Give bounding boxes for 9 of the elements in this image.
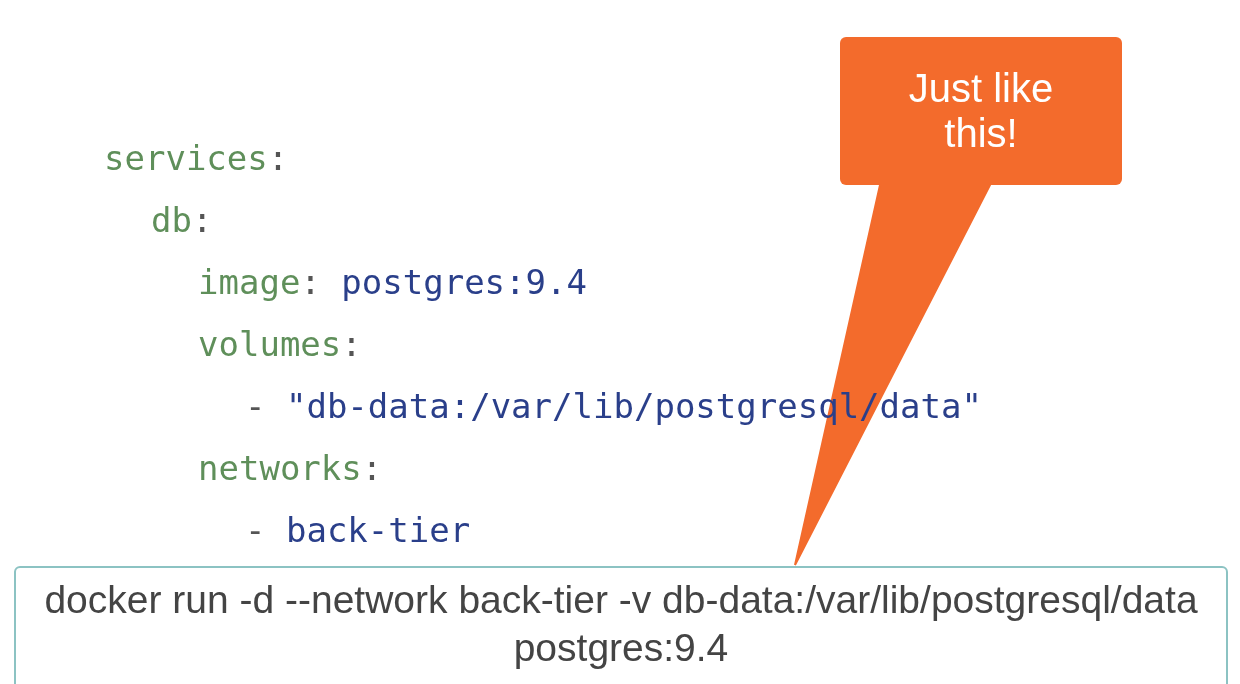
code-line: networks: [198,448,383,488]
code-line: volumes: [198,324,362,364]
code-line: image: postgres:9.4 [198,262,587,302]
callout-pointer [794,184,992,566]
code-line: services: [104,138,289,178]
code-line: db: [151,200,213,240]
command-box: docker run -d --network back-tier -v db-data:/var/lib/postgresql/data postgres:9.4 [14,566,1228,684]
code-line: - back-tier [245,510,471,550]
callout-bubble: Just like this! [840,37,1122,185]
